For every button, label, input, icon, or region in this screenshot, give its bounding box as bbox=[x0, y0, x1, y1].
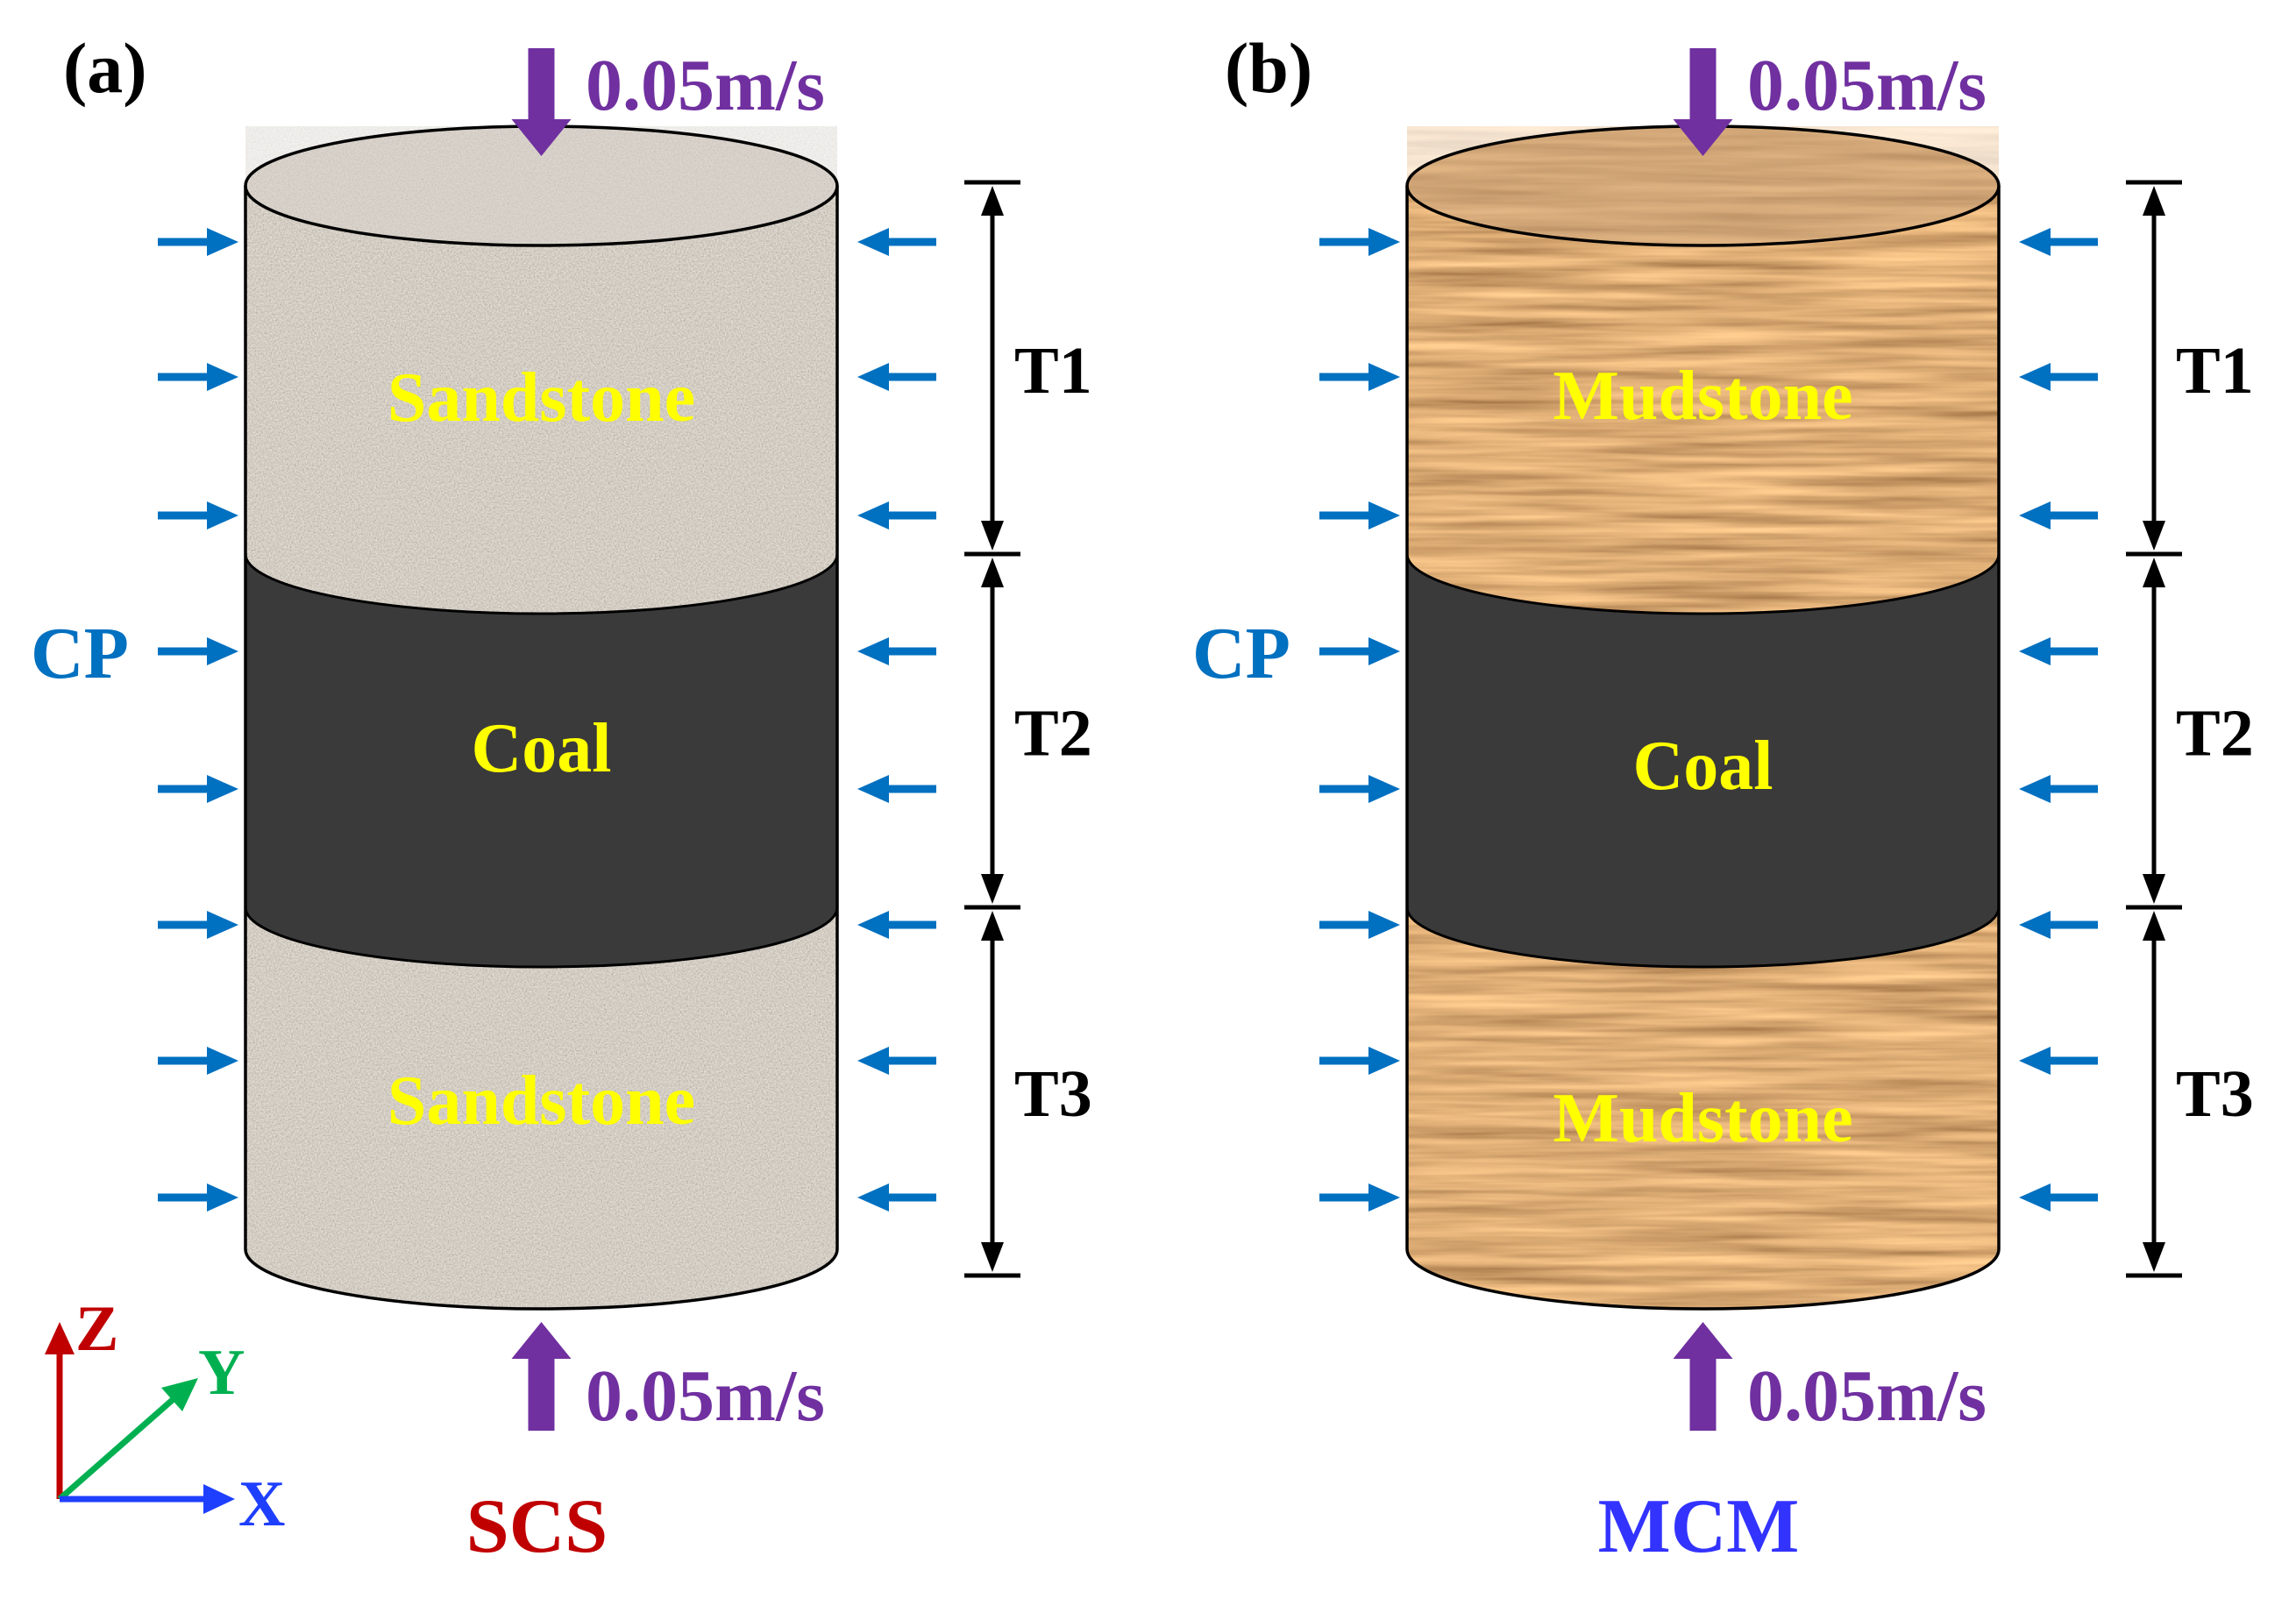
dimension-arrow-down-0 bbox=[981, 521, 1004, 551]
dimension-arrow-up-0 bbox=[981, 186, 1004, 216]
y-axis-head bbox=[161, 1378, 198, 1411]
confining-arrow-right-0-head bbox=[2019, 228, 2051, 256]
layer-label-sandstone: Sandstone bbox=[387, 359, 695, 437]
segment-label-t1: T1 bbox=[1014, 334, 1092, 408]
layer-label-sandstone: Sandstone bbox=[387, 1062, 695, 1140]
confining-arrow-right-1-head bbox=[857, 363, 889, 391]
layer-label-mudstone: Mudstone bbox=[1553, 1080, 1852, 1157]
confining-arrow-left-3-head bbox=[207, 637, 238, 665]
model-name-label: SCS bbox=[466, 1484, 608, 1569]
cylinder-top-texture bbox=[245, 126, 837, 245]
bottom-load-arrow bbox=[1673, 1322, 1733, 1431]
cylinder-outline bbox=[244, 186, 839, 1311]
dimension-arrow-up-1 bbox=[981, 558, 1004, 587]
confining-arrow-left-5-head bbox=[1368, 911, 1400, 939]
x-axis-head bbox=[203, 1484, 235, 1514]
confining-arrow-left-7-head bbox=[1368, 1183, 1400, 1212]
panel-a: SandstoneCoalSandstone(a)0.05m/s0.05m/sC… bbox=[31, 28, 1092, 1569]
confining-arrow-left-6-head bbox=[207, 1047, 238, 1075]
confining-arrow-right-4-head bbox=[2019, 775, 2051, 803]
confining-arrow-left-3-head bbox=[1368, 637, 1400, 665]
cylinder-top-texture bbox=[1407, 126, 1999, 245]
confining-arrow-left-0-head bbox=[1368, 228, 1400, 256]
panel-tag: (a) bbox=[63, 28, 147, 108]
confining-arrow-left-0-head bbox=[207, 228, 238, 256]
segment-label-t3: T3 bbox=[2176, 1057, 2254, 1131]
z-axis-label: Z bbox=[75, 1293, 118, 1365]
dimension-arrow-down-2 bbox=[981, 1242, 1004, 1272]
layer-label-mudstone: Mudstone bbox=[1553, 358, 1852, 435]
top-load-label: 0.05m/s bbox=[1747, 45, 1987, 126]
cylinder-outline bbox=[1405, 186, 2001, 1311]
bottom-load-arrow bbox=[511, 1322, 572, 1431]
confining-arrow-right-2-head bbox=[2019, 501, 2051, 529]
axes-layer: Z YX bbox=[45, 1293, 285, 1540]
confining-arrow-right-7-head bbox=[2019, 1183, 2051, 1212]
cp-label: CP bbox=[31, 613, 129, 694]
top-load-arrow bbox=[511, 48, 572, 156]
confining-arrow-left-4-head bbox=[207, 775, 238, 803]
confining-arrow-left-1-head bbox=[207, 363, 238, 391]
dimension-arrow-up-2 bbox=[981, 911, 1004, 941]
confining-arrow-right-7-head bbox=[857, 1183, 889, 1212]
x-axis-label: X bbox=[238, 1468, 285, 1540]
top-load-label: 0.05m/s bbox=[586, 45, 825, 126]
confining-arrow-left-6-head bbox=[1368, 1047, 1400, 1075]
confining-arrow-right-4-head bbox=[857, 775, 889, 803]
confining-arrow-right-3-head bbox=[2019, 637, 2051, 665]
confining-arrow-right-6-head bbox=[2019, 1047, 2051, 1075]
confining-arrow-right-6-head bbox=[857, 1047, 889, 1075]
layer-label-coal: Coal bbox=[472, 710, 612, 787]
panel-tag: (b) bbox=[1225, 28, 1312, 108]
segment-label-t1: T1 bbox=[2176, 334, 2254, 408]
dimension-arrow-down-1 bbox=[981, 874, 1004, 904]
segment-label-t2: T2 bbox=[2176, 697, 2254, 771]
dimension-arrow-down-1 bbox=[2143, 874, 2165, 904]
y-axis-label: Y bbox=[198, 1337, 245, 1409]
confining-arrow-right-3-head bbox=[857, 637, 889, 665]
model-name-label: MCM bbox=[1598, 1484, 1800, 1569]
top-load-arrow bbox=[1673, 48, 1733, 156]
z-axis-head bbox=[45, 1322, 75, 1354]
dimension-arrow-down-2 bbox=[2143, 1242, 2165, 1272]
segment-label-t2: T2 bbox=[1014, 697, 1092, 771]
confining-arrow-right-1-head bbox=[2019, 363, 2051, 391]
panels-layer: SandstoneCoalSandstone(a)0.05m/s0.05m/sC… bbox=[31, 28, 2254, 1569]
y-axis-line bbox=[57, 1395, 178, 1502]
confining-arrow-left-2-head bbox=[207, 501, 238, 529]
layer-label-coal: Coal bbox=[1633, 728, 1774, 805]
confining-arrow-left-4-head bbox=[1368, 775, 1400, 803]
cp-label: CP bbox=[1192, 613, 1290, 694]
confining-arrow-right-0-head bbox=[857, 228, 889, 256]
panel-b: MudstoneCoalMudstone(b)0.05m/s0.05m/sCPT… bbox=[1192, 28, 2254, 1569]
segment-label-t3: T3 bbox=[1014, 1057, 1092, 1131]
confining-arrow-left-7-head bbox=[207, 1183, 238, 1212]
confining-arrow-right-5-head bbox=[857, 911, 889, 939]
bottom-load-label: 0.05m/s bbox=[586, 1355, 825, 1437]
bottom-load-label: 0.05m/s bbox=[1747, 1355, 1987, 1437]
confining-arrow-right-2-head bbox=[857, 501, 889, 529]
confining-arrow-left-1-head bbox=[1368, 363, 1400, 391]
dimension-arrow-up-1 bbox=[2143, 558, 2165, 587]
dimension-arrow-down-0 bbox=[2143, 521, 2165, 551]
confining-arrow-right-5-head bbox=[2019, 911, 2051, 939]
dimension-arrow-up-2 bbox=[2143, 911, 2165, 941]
confining-arrow-left-5-head bbox=[207, 911, 238, 939]
confining-arrow-left-2-head bbox=[1368, 501, 1400, 529]
dimension-arrow-up-0 bbox=[2143, 186, 2165, 216]
